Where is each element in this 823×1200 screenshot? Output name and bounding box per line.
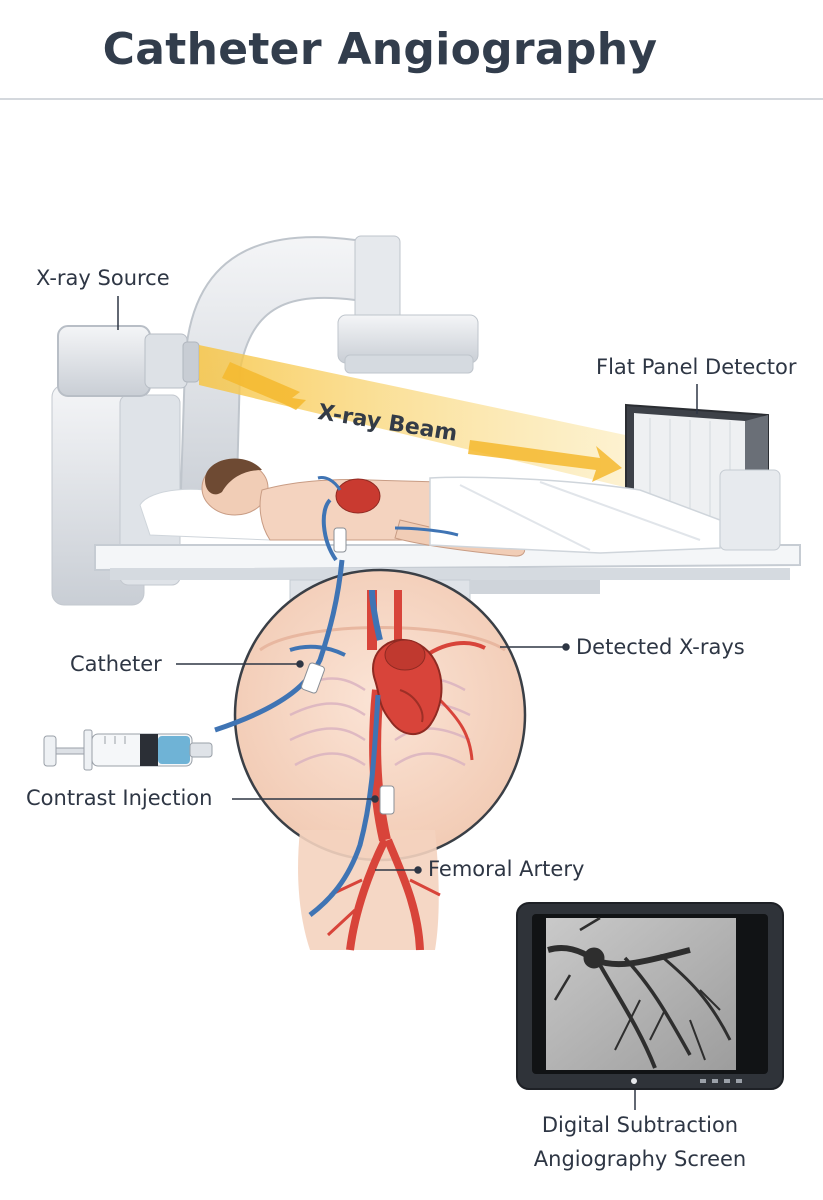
label-flat-panel-detector: Flat Panel Detector (596, 355, 797, 379)
syringe (43, 729, 213, 771)
patient (139, 458, 721, 562)
page-title: Catheter Angiography (102, 24, 658, 75)
label-contrast-injection: Contrast Injection (26, 786, 213, 810)
label-dsa-screen-line2: Angiography Screen (533, 1147, 747, 1171)
angiogram-vessels (547, 916, 732, 1069)
heart (372, 639, 443, 735)
label-femoral-artery: Femoral Artery (428, 857, 585, 881)
label-xray-source: X-ray Source (36, 266, 170, 290)
label-dsa-screen-line1: Digital Subtraction (541, 1113, 739, 1137)
c-arm (178, 235, 479, 521)
lower-body (298, 830, 439, 950)
title-divider (0, 98, 823, 100)
catheter (214, 527, 395, 917)
xray-source (57, 325, 200, 397)
dsa-monitor (516, 902, 784, 1090)
label-catheter: Catheter (70, 652, 162, 676)
label-detected-xrays: Detected X-rays (576, 635, 745, 659)
